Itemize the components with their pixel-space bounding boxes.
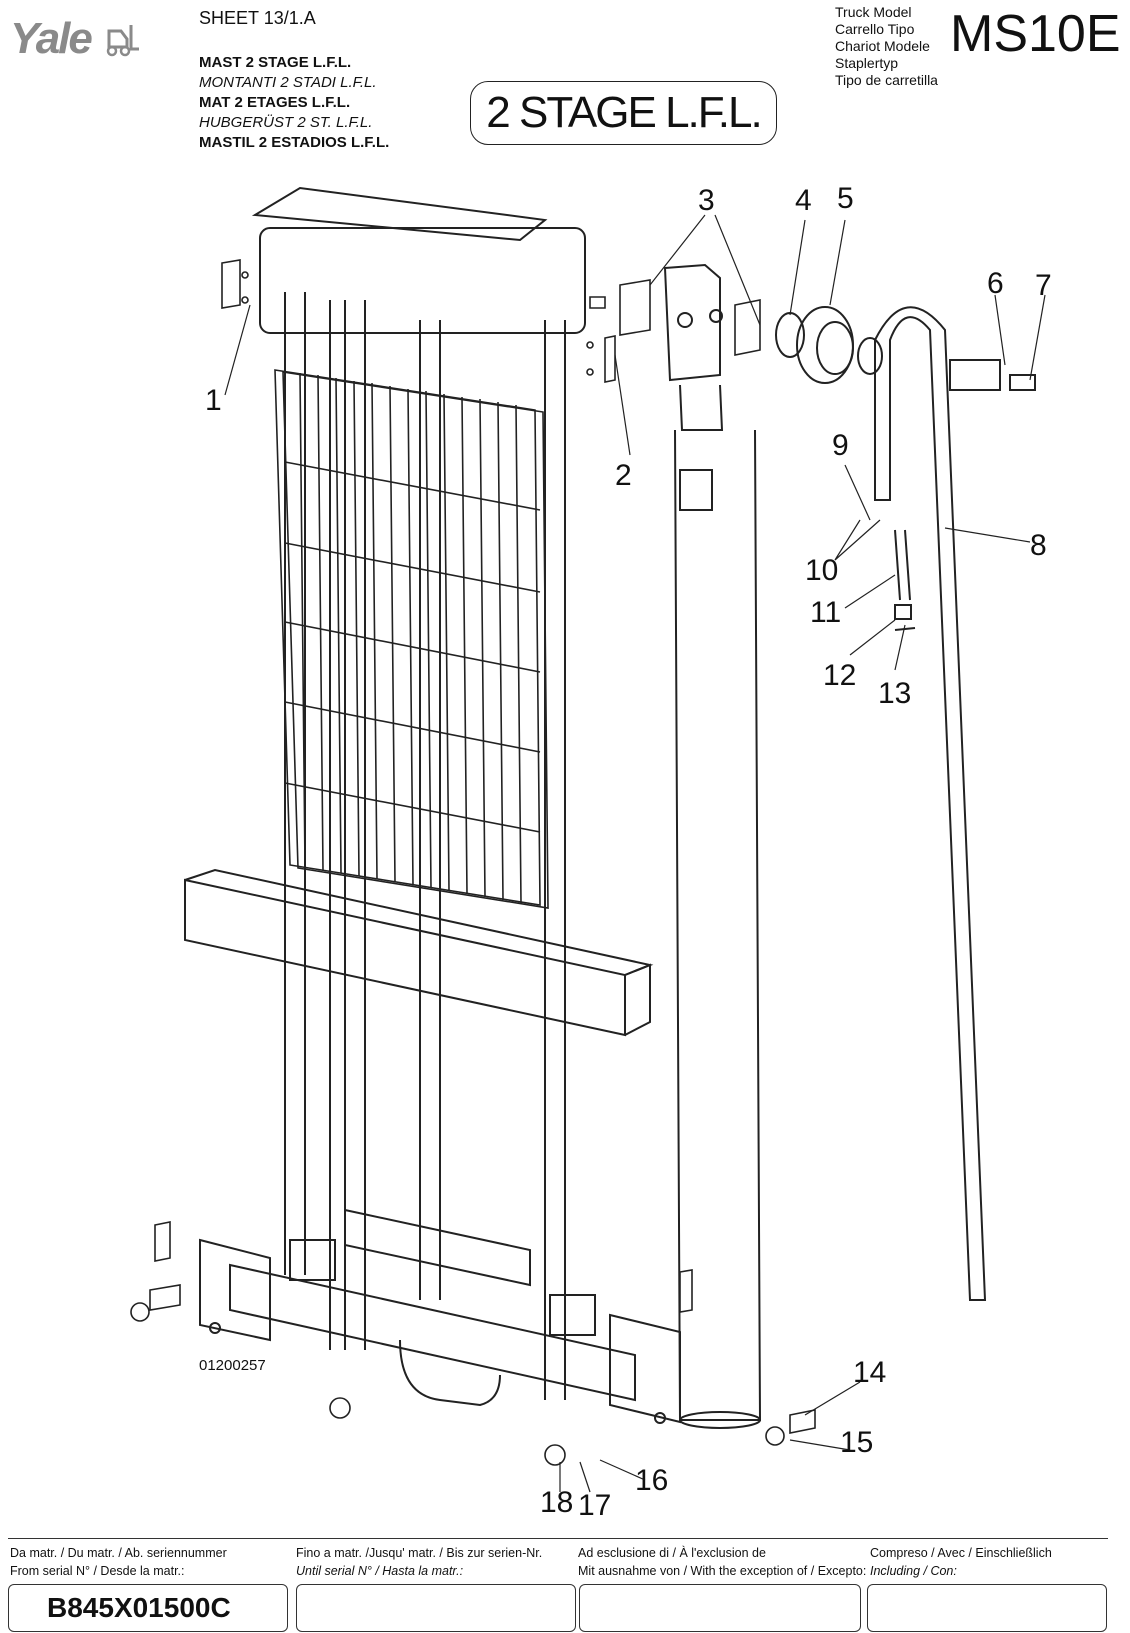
truck-model-label: Staplertyp bbox=[835, 55, 899, 71]
title-de: HUBGERÜST 2 ST. L.F.L. bbox=[199, 114, 373, 131]
mast-frame bbox=[251, 186, 586, 1400]
lift-cylinder bbox=[663, 263, 762, 1429]
brand-name: Yale bbox=[10, 14, 93, 63]
exclusion-box bbox=[579, 1584, 861, 1632]
callout-leaders bbox=[224, 214, 1046, 1493]
title-block: MAST 2 STAGE L.F.L. MONTANTI 2 STADI L.F… bbox=[199, 53, 389, 153]
callout-8: 8 bbox=[1030, 529, 1047, 562]
model-code: MS10E bbox=[950, 5, 1121, 63]
callout-4: 4 bbox=[795, 184, 812, 217]
truck-model-labels: Truck Model Carrello Tipo Chariot Modele… bbox=[835, 4, 938, 89]
callout-14: 14 bbox=[853, 1356, 886, 1389]
title-fr: MAT 2 ETAGES L.F.L. bbox=[199, 94, 351, 111]
callout-10: 10 bbox=[805, 554, 838, 587]
drawing-number: 01200257 bbox=[199, 1357, 266, 1374]
callout-numbers: 1 2 3 4 5 6 7 8 9 10 11 12 13 14 15 16 1… bbox=[205, 182, 1052, 1522]
footer-label-serial-until: Fino a matr. /Jusqu' matr. / Bis zur ser… bbox=[296, 1544, 542, 1580]
callout-16: 16 bbox=[635, 1464, 668, 1497]
callout-3: 3 bbox=[698, 184, 715, 217]
including-box bbox=[867, 1584, 1107, 1632]
title-en: MAST 2 STAGE L.F.L. bbox=[199, 54, 352, 71]
mounting-brackets bbox=[154, 259, 761, 1313]
footer-label-line1: Ad esclusione di / À l'exclusion de bbox=[578, 1546, 766, 1560]
callout-7: 7 bbox=[1035, 269, 1052, 302]
title-es: MASTIL 2 ESTADIOS L.F.L. bbox=[199, 134, 390, 151]
title-it: MONTANTI 2 STADI L.F.L. bbox=[199, 74, 377, 91]
truck-model-label: Chariot Modele bbox=[835, 38, 930, 54]
yale-logo: Yale bbox=[10, 14, 141, 64]
footer-label-line2: Mit ausnahme von / With the exception of… bbox=[578, 1564, 867, 1578]
truck-model-label: Carrello Tipo bbox=[835, 21, 915, 37]
footer-label-line1: Da matr. / Du matr. / Ab. seriennummer bbox=[10, 1546, 227, 1560]
footer-label-line2: Including / Con: bbox=[870, 1564, 957, 1578]
seal-parts bbox=[775, 306, 883, 384]
callout-5: 5 bbox=[837, 182, 854, 215]
callout-13: 13 bbox=[878, 677, 911, 710]
sheet-number: SHEET 13/1.A bbox=[199, 8, 316, 28]
serial-until-box bbox=[296, 1584, 576, 1632]
stage-label-box: 2 STAGE L.F.L. bbox=[470, 81, 777, 145]
callout-9: 9 bbox=[832, 429, 849, 462]
callout-17: 17 bbox=[578, 1489, 611, 1522]
forklift-icon bbox=[106, 25, 140, 57]
footer-label-line1: Fino a matr. /Jusqu' matr. / Bis zur ser… bbox=[296, 1546, 543, 1560]
callout-15: 15 bbox=[840, 1426, 873, 1459]
footer-label-line2: From serial N° / Desde la matr.: bbox=[10, 1564, 185, 1578]
callout-12: 12 bbox=[823, 659, 856, 692]
footer-label-line1: Compreso / Avec / Einschließlich bbox=[870, 1546, 1052, 1560]
truck-model-label: Truck Model bbox=[835, 4, 912, 20]
carriage bbox=[184, 868, 654, 1287]
fasteners bbox=[130, 271, 816, 1466]
chain-rod bbox=[874, 306, 1036, 1301]
footer-label-line2: Until serial N° / Hasta la matr.: bbox=[296, 1564, 464, 1578]
load-backrest-grid bbox=[274, 369, 549, 909]
footer-divider bbox=[8, 1538, 1108, 1539]
callout-6: 6 bbox=[987, 267, 1004, 300]
callout-18: 18 bbox=[540, 1486, 573, 1519]
footer-label-exclusion: Ad esclusione di / À l'exclusion de Mit … bbox=[578, 1544, 866, 1580]
footer-label-serial-from: Da matr. / Du matr. / Ab. seriennummer F… bbox=[10, 1544, 227, 1580]
footer-label-including: Compreso / Avec / Einschließlich Includi… bbox=[870, 1544, 1052, 1580]
callout-11: 11 bbox=[810, 596, 841, 629]
exploded-mast-diagram: 1 2 3 4 5 6 7 8 9 10 11 12 13 14 15 16 1… bbox=[130, 182, 1052, 1522]
serial-from-box: B845X01500C bbox=[8, 1584, 288, 1632]
serial-from-value: B845X01500C bbox=[47, 1592, 231, 1623]
callout-1: 1 bbox=[205, 384, 222, 417]
truck-model-label: Tipo de carretilla bbox=[835, 72, 938, 88]
callout-2: 2 bbox=[615, 459, 632, 492]
